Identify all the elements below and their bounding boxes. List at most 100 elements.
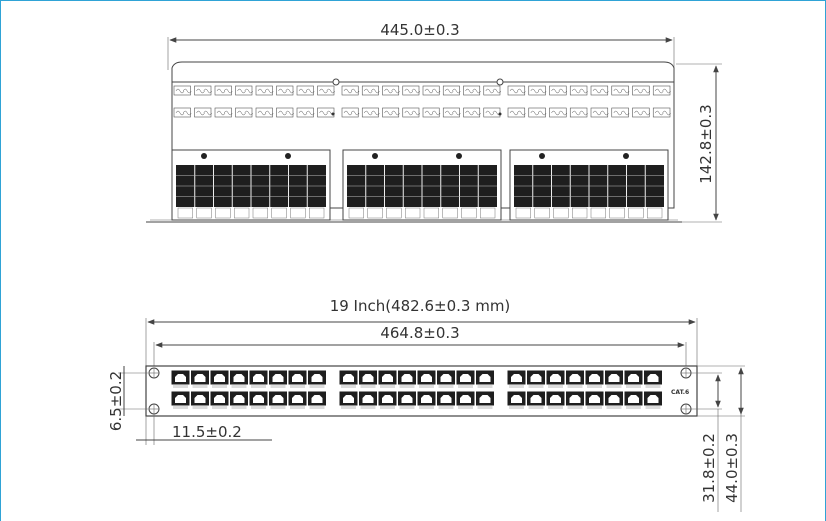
terminal-block <box>402 85 420 96</box>
terminal-block <box>214 107 232 118</box>
top-panel-cover <box>171 61 675 82</box>
port-number-strip <box>290 406 305 409</box>
terminal-block <box>528 85 546 96</box>
terminal-block <box>341 107 359 118</box>
terminal-contact <box>509 88 526 94</box>
terminal-contact <box>592 88 609 94</box>
front-view: 19 Inch(482.6±0.3 mm) 464.8±0.3 CAT.6 6.… <box>107 297 745 512</box>
port-number-strip <box>458 406 473 409</box>
rj45-opening <box>214 374 225 382</box>
terminal-block <box>341 85 359 96</box>
hole-edge-label: 11.5±0.2 <box>172 423 242 441</box>
terminal-block <box>361 107 379 118</box>
port-number-strip <box>192 385 208 388</box>
terminal-block <box>507 107 526 118</box>
terminal-block <box>255 85 273 96</box>
port-number-strip <box>458 385 473 388</box>
module-label-slot <box>628 207 644 219</box>
rj45-opening <box>647 374 659 382</box>
port-number-strip <box>528 406 544 409</box>
terminal-contact <box>196 88 212 94</box>
port-number-strip <box>231 385 247 388</box>
rj45-opening <box>362 374 374 382</box>
terminal-contact <box>237 110 253 116</box>
port-number-strip <box>419 385 434 388</box>
top-height-label: 142.8±0.3 <box>697 104 715 183</box>
terminal-block <box>549 85 567 96</box>
module-indicator <box>539 153 545 159</box>
port-number-strip <box>192 406 208 409</box>
terminal-contact <box>465 88 481 94</box>
terminal-block <box>317 107 335 118</box>
hole-offset-label: 6.5±0.2 <box>107 371 125 431</box>
terminal-block <box>632 85 650 96</box>
rj45-opening <box>511 374 522 382</box>
terminal-block <box>194 85 212 96</box>
terminal-block <box>422 107 440 118</box>
port-number-strip <box>438 385 454 388</box>
terminal-block <box>255 107 273 118</box>
terminal-contact <box>613 88 630 94</box>
rj45-opening <box>382 395 393 403</box>
rj45-opening <box>401 374 413 382</box>
terminal-block <box>528 107 546 118</box>
rj45-opening <box>343 374 354 382</box>
terminal-block <box>422 85 440 96</box>
rj45-opening <box>628 374 639 382</box>
module-label-slot <box>252 207 268 219</box>
module-label-slot <box>461 207 477 219</box>
rj45-opening <box>214 395 225 403</box>
rj45-opening <box>460 395 471 403</box>
top-modules <box>171 149 669 221</box>
front-overall-width-label: 19 Inch(482.6±0.3 mm) <box>330 297 511 315</box>
rj45-opening <box>194 374 206 382</box>
port-number-strip <box>587 385 602 388</box>
rj45-opening <box>253 374 264 382</box>
terminal-block <box>549 107 567 118</box>
terminal-block <box>442 85 460 96</box>
top-width-label: 445.0±0.3 <box>380 21 459 39</box>
module-label-slot <box>348 207 364 219</box>
terminal-contact <box>404 88 421 94</box>
hole-vertical-label: 31.8±0.2 <box>700 433 718 503</box>
port-number-strip <box>399 406 415 409</box>
port-number-strip <box>380 406 395 409</box>
rj45-opening <box>233 374 245 382</box>
port-number-strip <box>548 406 563 409</box>
port-number-strip <box>626 385 641 388</box>
module-label-slot <box>515 207 531 219</box>
module-label-slot <box>234 207 250 219</box>
module-indicator <box>285 153 291 159</box>
top-view: 445.0±0.3 142.8±0.3 <box>146 21 722 223</box>
rj45-opening <box>253 395 264 403</box>
terminal-contact <box>298 110 315 116</box>
front-port-groups <box>171 370 662 409</box>
rj45-opening <box>479 374 491 382</box>
terminal-contact <box>551 88 568 94</box>
terminal-block <box>611 107 629 118</box>
terminal-contact <box>343 88 360 94</box>
terminal-contact <box>530 88 547 94</box>
rj45-opening <box>440 395 452 403</box>
terminal-contact <box>530 110 547 116</box>
front-hole-spacing-label: 464.8±0.3 <box>380 324 459 342</box>
terminal-contact <box>196 110 212 116</box>
rj45-opening <box>647 395 659 403</box>
port-number-strip <box>173 406 188 409</box>
rj45-opening <box>175 374 186 382</box>
terminal-contact <box>278 88 294 94</box>
rj45-opening <box>292 374 303 382</box>
rj45-opening <box>550 374 561 382</box>
terminal-contact <box>634 88 651 94</box>
top-terminal-rows <box>173 78 671 118</box>
terminal-block <box>173 85 191 96</box>
module-label-slot <box>309 207 325 219</box>
module-label-slot <box>553 207 569 219</box>
rj45-opening <box>608 395 620 403</box>
rj45-opening <box>589 395 600 403</box>
terminal-contact <box>634 110 651 116</box>
port-number-strip <box>626 406 641 409</box>
module-indicator <box>201 153 207 159</box>
terminal-block <box>235 107 253 118</box>
terminal-block <box>652 107 671 118</box>
